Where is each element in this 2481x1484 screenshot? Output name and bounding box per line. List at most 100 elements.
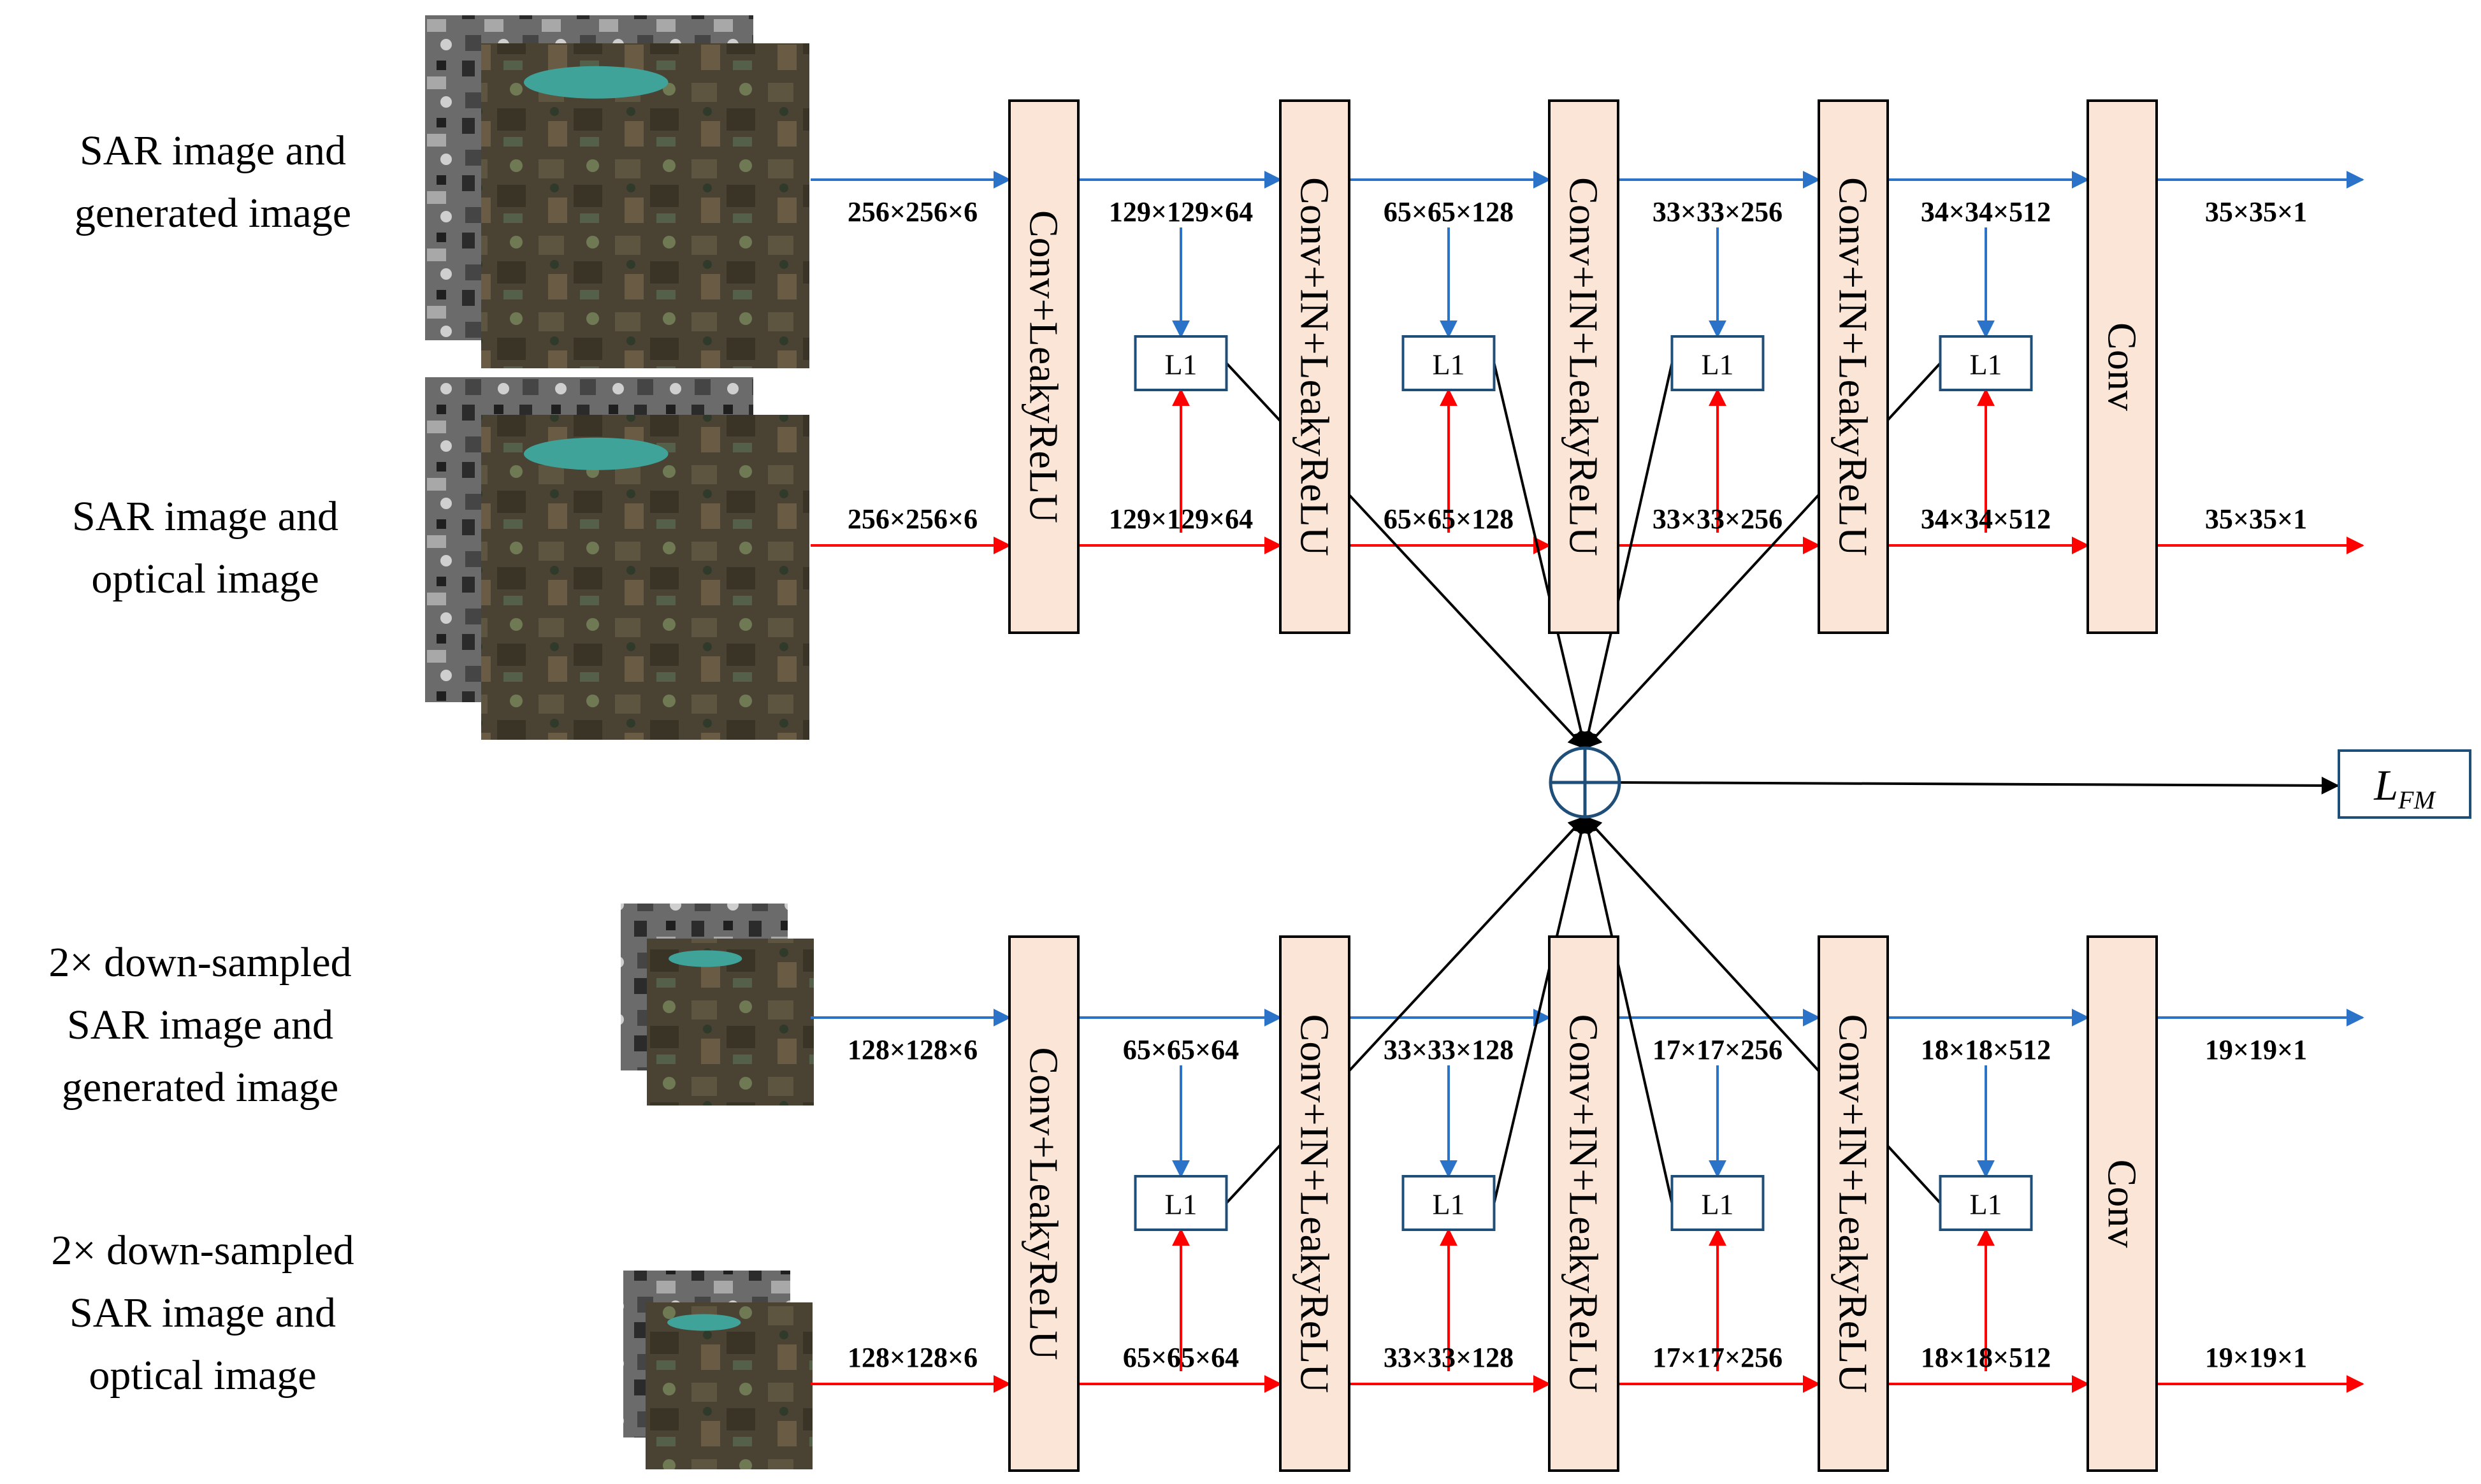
bottom-l1-1: L1	[1401, 1175, 1496, 1231]
top-l1-box-2	[1670, 335, 1765, 391]
top-block-rect-1	[1279, 99, 1350, 634]
top-l1-to-sum-2	[1579, 363, 1674, 750]
top-l1-label-2: L1	[1701, 349, 1733, 381]
bottom-red-dim-d2: 33×33×128	[1384, 1342, 1514, 1373]
top-generated-image-stack-color-layer	[481, 43, 809, 368]
top-blue-dim-d1: 129×129×64	[1109, 196, 1253, 227]
top-l1-2: L1	[1670, 335, 1765, 391]
top-block-label-4: Conv	[2100, 322, 2145, 411]
top-l1-box-1	[1401, 335, 1496, 391]
bottom-generated-image-stack-water-body	[669, 950, 742, 967]
bottom-block-3: Conv+IN+LeakyReLU	[1818, 935, 1889, 1472]
top-blue-dim-d3: 33×33×256	[1653, 196, 1783, 227]
top-l1-label-1: L1	[1432, 349, 1465, 381]
bottom-block-label-0: Conv+LeakyReLU	[1022, 1047, 1067, 1360]
top-block-1: Conv+IN+LeakyReLU	[1279, 99, 1350, 634]
bottom-optical-image-stack	[623, 1271, 813, 1469]
top-block-label-1: Conv+IN+LeakyReLU	[1292, 177, 1338, 556]
bottom-block-0: Conv+LeakyReLU	[1008, 935, 1080, 1472]
top-red-dim-d3: 33×33×256	[1653, 503, 1783, 535]
bottom-block-4: Conv	[2087, 935, 2158, 1472]
top-block-label-2: Conv+IN+LeakyReLU	[1561, 177, 1607, 556]
bottom-block-rect-2	[1548, 935, 1619, 1472]
bottom-generated-image-stack	[621, 904, 814, 1106]
bottom-block-1: Conv+IN+LeakyReLU	[1279, 935, 1350, 1472]
bottom-blue-dim-d2: 33×33×128	[1384, 1034, 1514, 1065]
bottom-block-rect-4	[2087, 935, 2158, 1472]
bottom-l1-label-2: L1	[1701, 1188, 1733, 1221]
top-block-rect-3	[1818, 99, 1889, 634]
bottom-l1-label-0: L1	[1164, 1188, 1197, 1221]
top-block-rect-4	[2087, 99, 2158, 634]
bottom-l1-box-2	[1670, 1175, 1765, 1231]
top-generated-image-stack	[425, 15, 809, 368]
connection-arrows	[811, 171, 2364, 1393]
bottom-red-dim-d1: 65×65×64	[1123, 1342, 1239, 1373]
input-image-stacks	[425, 15, 814, 1469]
top-optical-image-stack	[425, 377, 809, 740]
top-optical-image-stack-water-body	[523, 437, 669, 470]
bottom-block-rect-3	[1818, 935, 1889, 1472]
top-red-dim-d0: 256×256×6	[848, 503, 978, 535]
top-optical-image-stack-color-layer	[481, 415, 809, 740]
bottom-blue-dim-d0: 128×128×6	[848, 1034, 978, 1065]
bottom-block-2: Conv+IN+LeakyReLU	[1548, 935, 1619, 1472]
top-l1-label-3: L1	[1969, 349, 2002, 381]
top-red-dim-d4: 34×34×512	[1921, 503, 2051, 535]
bottom-optical-image-stack-water-body	[667, 1314, 741, 1331]
sum-node	[1549, 746, 1621, 819]
top-red-dim-d1: 129×129×64	[1109, 503, 1253, 535]
top-block-2: Conv+IN+LeakyReLU	[1548, 99, 1619, 634]
top-red-dim-d5: 35×35×1	[2205, 503, 2307, 535]
bottom-blue-dim-d3: 17×17×256	[1653, 1034, 1783, 1065]
bottom-red-dim-d5: 19×19×1	[2205, 1342, 2307, 1373]
bottom-l1-label-1: L1	[1432, 1188, 1465, 1221]
tensor-dimension-labels: 256×256×6 256×256×6 129×129×64 129×129×64 65…	[848, 196, 2307, 1373]
top-blue-dim-d0: 256×256×6	[848, 196, 978, 227]
bottom-l1-to-sum-2	[1579, 815, 1674, 1204]
top-block-label-3: Conv+IN+LeakyReLU	[1831, 177, 1876, 556]
top-block-rect-0	[1008, 99, 1080, 634]
bottom-optical-image-stack-color-layer	[646, 1302, 813, 1469]
top-l1-box-3	[1939, 335, 2033, 391]
top-block-4: Conv	[2087, 99, 2158, 634]
top-l1-box-0	[1134, 335, 1228, 391]
top-block-label-0: Conv+LeakyReLU	[1022, 210, 1067, 523]
bottom-l1-box-3	[1939, 1175, 2033, 1231]
bottom-block-label-1: Conv+IN+LeakyReLU	[1292, 1014, 1338, 1394]
bottom-red-dim-d0: 128×128×6	[848, 1342, 978, 1373]
top-generated-image-stack-water-body	[523, 66, 669, 99]
bottom-blue-dim-d1: 65×65×64	[1123, 1034, 1239, 1065]
bottom-l1-box-1	[1401, 1175, 1496, 1231]
sum-to-loss-arrow	[1619, 776, 2340, 795]
top-block-3: Conv+IN+LeakyReLU	[1818, 99, 1889, 634]
bottom-block-label-2: Conv+IN+LeakyReLU	[1561, 1014, 1607, 1394]
network-blocks: Conv+LeakyReLU Conv+IN+LeakyReLU Conv+IN+L…	[1008, 99, 2158, 1472]
bottom-blue-dim-d5: 19×19×1	[2205, 1034, 2307, 1065]
bottom-red-dim-d3: 17×17×256	[1653, 1342, 1783, 1373]
top-red-dim-d2: 65×65×128	[1384, 503, 1514, 535]
bottom-l1-0: L1	[1134, 1175, 1228, 1231]
top-l1-3: L1	[1939, 335, 2033, 391]
loss-output: LFM	[2338, 749, 2471, 819]
bottom-block-label-3: Conv+IN+LeakyReLU	[1831, 1014, 1876, 1394]
top-l1-1: L1	[1401, 335, 1496, 391]
bottom-block-rect-1	[1279, 935, 1350, 1472]
top-block-0: Conv+LeakyReLU	[1008, 99, 1080, 634]
bottom-l1-label-3: L1	[1969, 1188, 2002, 1221]
bottom-generated-image-stack-color-layer	[647, 939, 814, 1106]
bottom-block-label-4: Conv	[2100, 1160, 2145, 1248]
bottom-blue-dim-d4: 18×18×512	[1921, 1034, 2051, 1065]
bottom-l1-2: L1	[1670, 1175, 1765, 1231]
bottom-l1-to-sum-1	[1493, 815, 1590, 1204]
top-blue-dim-d2: 65×65×128	[1384, 196, 1514, 227]
top-l1-0: L1	[1134, 335, 1228, 391]
top-block-rect-2	[1548, 99, 1619, 634]
bottom-red-dim-d4: 18×18×512	[1921, 1342, 2051, 1373]
